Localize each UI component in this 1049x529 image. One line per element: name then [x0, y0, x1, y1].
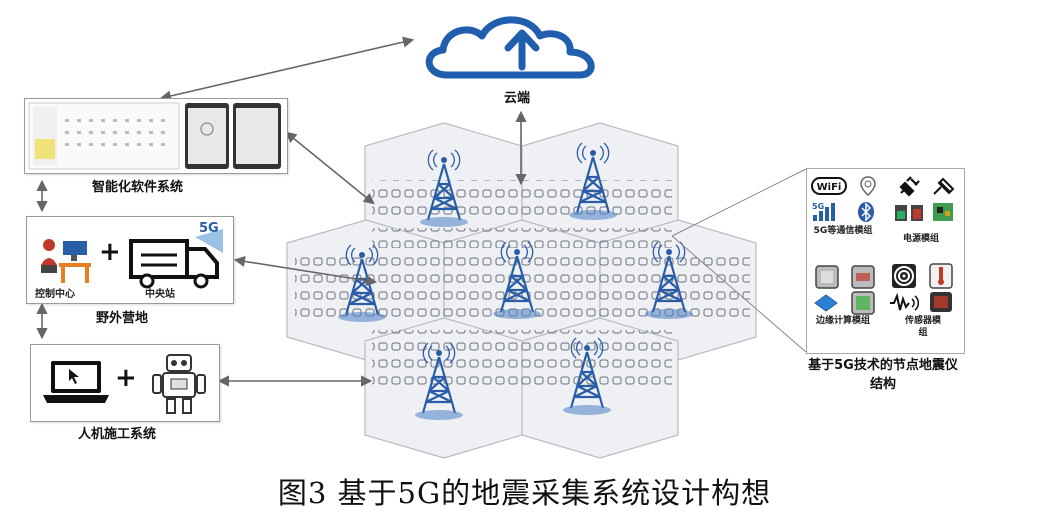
battery-icon [895, 205, 923, 221]
central-station-truck-icon [129, 229, 223, 289]
wifi-icon-text: WiFi [817, 182, 842, 193]
storage-chip-icon [814, 294, 838, 312]
node-structure-title: 基于5G技术的节点地震仪结构 [808, 358, 958, 392]
circuit-board-icon [933, 203, 953, 221]
software-screenshot [28, 102, 281, 170]
control-center-icon [41, 239, 91, 283]
signal-5g-icon-text: 5G [812, 202, 824, 211]
sensor-device-icon [930, 292, 952, 312]
central-station-label: 中央站 [145, 289, 175, 300]
location-pin-icon [860, 176, 876, 196]
control-center-label: 控制中心 [35, 289, 75, 300]
field-camp-label: 野外营地 [96, 311, 149, 326]
wave-signal-icon [890, 293, 919, 311]
bluetooth-icon [858, 202, 874, 222]
gps-module-icon [815, 265, 839, 289]
usb-cable-icon [933, 177, 955, 195]
plus-sign: + [99, 237, 121, 267]
processor-chip-icon [851, 265, 875, 289]
edge-compute-label: 边缘计算模组 [815, 316, 870, 326]
sensor-module-label: 传感器模组 [904, 316, 941, 338]
wifi-icon: WiFi [811, 177, 847, 195]
field-camp-panel: + 5G 控制中心 中央站 [26, 216, 234, 304]
cloud-label: 云端 [504, 91, 531, 106]
figure-caption: 图3 基于5G的地震采集系统设计构想 [277, 476, 772, 510]
laptop-icon [43, 361, 109, 403]
robot-icon [152, 354, 206, 414]
compute-board-icon [851, 291, 875, 315]
geophone-icon [892, 264, 916, 288]
comm-module-label: 5G等通信模组 [813, 226, 873, 236]
power-module-label: 电源模组 [903, 234, 940, 244]
software-system-panel [24, 98, 288, 174]
power-plug-icon [899, 176, 920, 197]
cloud-icon [425, 16, 595, 79]
thermometer-icon [929, 263, 953, 289]
signal-5g-icon: 5G [812, 202, 835, 221]
software-system-label: 智能化软件系统 [92, 180, 184, 195]
node-structure-panel: WiFi 5G 5G等通信模组 电源模组 [806, 168, 965, 354]
5g-badge: 5G [199, 221, 219, 236]
human-machine-label: 人机施工系统 [78, 427, 157, 442]
human-machine-panel: + [30, 344, 220, 422]
sensor-node-array [295, 180, 750, 390]
plus-sign: + [115, 363, 137, 393]
connection-arrows [36, 36, 527, 387]
zoom-lines [671, 168, 807, 353]
